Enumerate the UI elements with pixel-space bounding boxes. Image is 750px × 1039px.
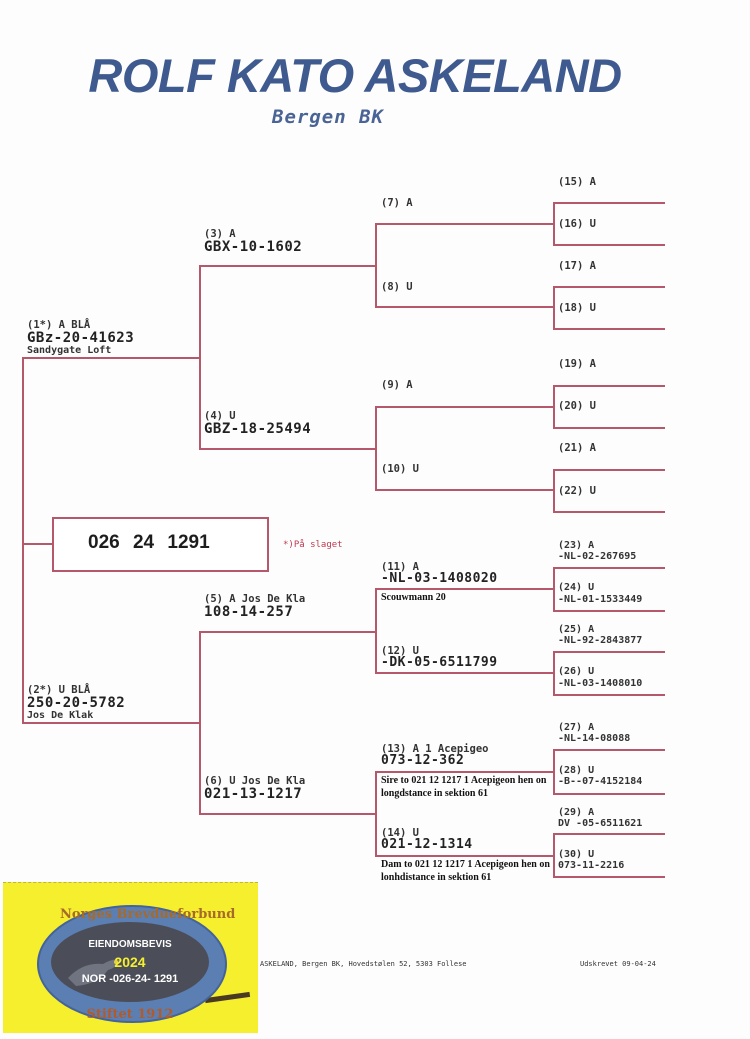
bird-28-label: (28) U: [558, 765, 595, 776]
bird-12-label: (12) U: [381, 645, 419, 657]
stamp-edge: [3, 882, 258, 885]
bird-1-label: (1*) A BLÅ: [27, 319, 91, 331]
bird-3-label: (3) A: [204, 228, 236, 240]
bird-13-note-2: longdstance in sektion 61: [381, 788, 488, 799]
footer-address: ASKELAND, Bergen BK, Hovedstølen 52, 530…: [260, 960, 467, 968]
bird-1-sub: Sandygate Loft: [27, 345, 112, 356]
bird-29-ring: DV -05-6511621: [558, 818, 643, 829]
bird-2-sub: Jos De Klak: [27, 710, 94, 721]
bird-5-label: (5) A Jos De Kla: [204, 593, 306, 605]
bird-30-label: (30) U: [558, 849, 595, 860]
bird-17-label: (17) A: [558, 260, 596, 272]
bird-26-label: (26) U: [558, 666, 595, 677]
bird-25-ring: -NL-92-2843877: [558, 635, 643, 646]
main-bird-box: [52, 517, 269, 572]
bird-8-label: (8) U: [381, 281, 413, 293]
main-bird-ring: 026 24 1291: [88, 532, 210, 553]
bird-27-label: (27) A: [558, 722, 595, 733]
bird-6-label: (6) U Jos De Kla: [204, 775, 306, 787]
bird-26-ring: -NL-03-1408010: [558, 678, 643, 689]
bird-30-ring: 073-11-2216: [558, 860, 625, 871]
bird-7-label: (7) A: [381, 197, 413, 209]
bird-19-label: (19) A: [558, 358, 596, 370]
on-loft-note: *)På slaget: [283, 540, 343, 550]
stamp-founded: Stiftet 1912: [86, 1007, 174, 1022]
footer-printed: Udskrevet 09-04-24: [580, 960, 656, 968]
bird-14-ring: 021-12-1314: [381, 837, 473, 852]
stamp-badge-inner: [51, 922, 209, 1002]
bird-23-ring: -NL-02-267695: [558, 551, 637, 562]
bird-4-label: (4) U: [204, 410, 236, 422]
bird-20-label: (20) U: [558, 400, 596, 412]
bird-11-label: (11) A: [381, 561, 419, 573]
bird-14-label: (14) U: [381, 827, 419, 839]
club-name: Bergen BK: [272, 106, 384, 128]
bird-9-label: (9) A: [381, 379, 413, 391]
bird-16-label: (16) U: [558, 218, 596, 230]
bird-4-ring: GBZ-18-25494: [204, 421, 312, 437]
bird-14-note-2: lonhdistance in sektion 61: [381, 872, 492, 883]
bird-10-label: (10) U: [381, 463, 419, 475]
bird-15-label: (15) A: [558, 176, 596, 188]
bird-29-label: (29) A: [558, 807, 595, 818]
bird-27-ring: -NL-14-08088: [558, 733, 631, 744]
bird-14-note-1: Dam to 021 12 1217 1 Acepigeon hen on: [381, 859, 550, 870]
bird-21-label: (21) A: [558, 442, 596, 454]
bird-24-label: (24) U: [558, 582, 595, 593]
bird-5-ring: 108-14-257: [204, 604, 294, 620]
bird-13-ring: 073-12-362: [381, 753, 465, 768]
bird-13-label: (13) A 1 Acepigeo: [381, 743, 489, 755]
stamp-org: Norges Brevdueforbund: [60, 907, 236, 922]
bird-13-note-1: Sire to 021 12 1217 1 Acepigeon hen on: [381, 775, 547, 786]
owner-name: ROLF KATO ASKELAND: [88, 49, 622, 102]
stamp-year: 2024: [114, 954, 146, 970]
bird-1-ring: GBz-20-41623: [27, 330, 135, 346]
bird-22-label: (22) U: [558, 485, 596, 497]
bird-28-ring: -B--07-4152184: [558, 776, 643, 787]
bird-23-label: (23) A: [558, 540, 595, 551]
bird-24-ring: -NL-01-1533449: [558, 594, 643, 605]
bird-2-ring: 250-20-5782: [27, 695, 126, 711]
bird-11-note: Scouwmann 20: [381, 592, 446, 603]
bird-2-label: (2*) U BLÅ: [27, 684, 91, 696]
bird-11-ring: -NL-03-1408020: [381, 571, 498, 586]
bird-12-ring: -DK-05-6511799: [381, 655, 498, 670]
bird-3-ring: GBX-10-1602: [204, 239, 303, 255]
stamp-ring: NOR -026-24- 1291: [81, 973, 179, 985]
bird-6-ring: 021-13-1217: [204, 786, 303, 802]
bird-25-label: (25) A: [558, 624, 595, 635]
bird-18-label: (18) U: [558, 302, 596, 314]
pigeon-icon: [68, 959, 120, 986]
stamp-title: EIENDOMSBEVIS: [88, 939, 172, 950]
